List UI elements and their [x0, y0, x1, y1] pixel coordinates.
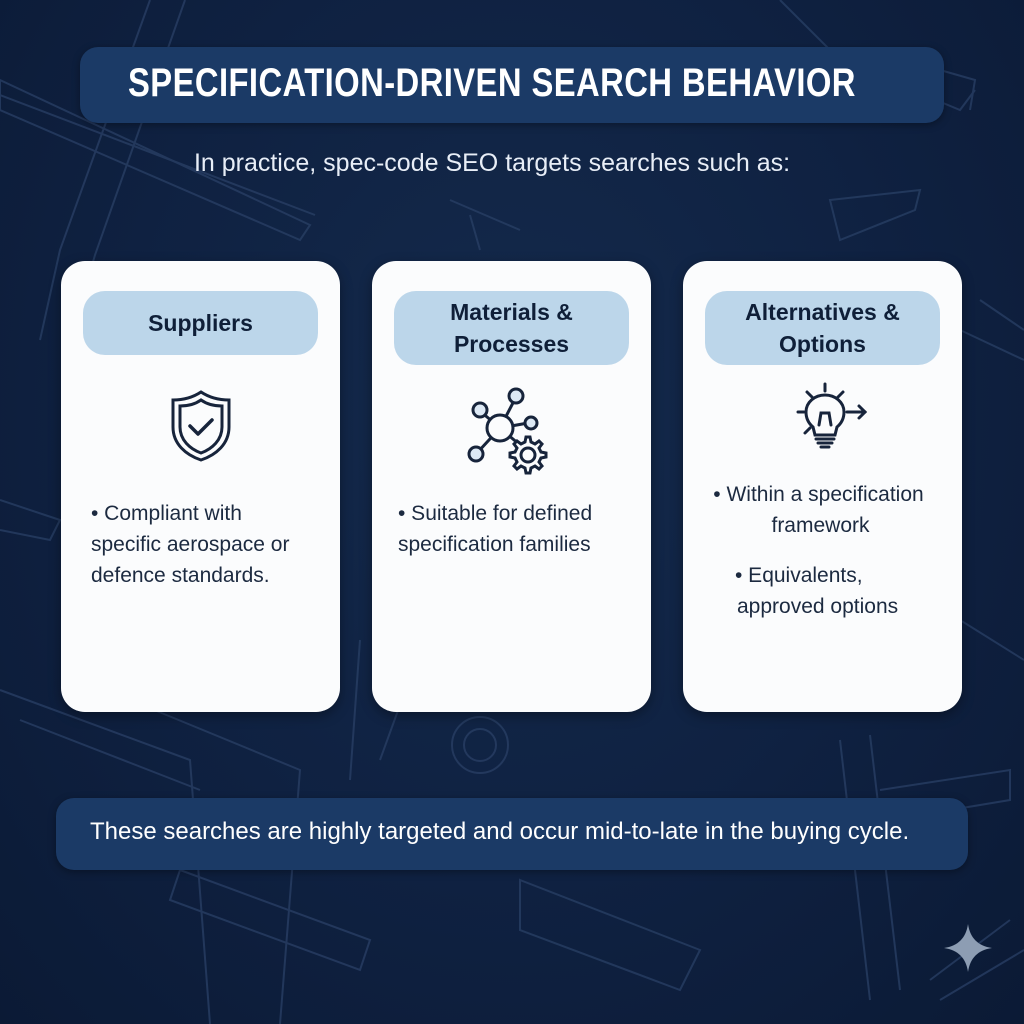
card-materials-processes: Materials & Processes • Suitable for def…: [372, 261, 651, 712]
card-suppliers: Suppliers • Compliant with specific aero…: [61, 261, 340, 712]
card-alternatives-options: Alternatives & Options • Within a specif…: [683, 261, 962, 712]
footer-banner: These searches are highly targeted and o…: [56, 798, 968, 870]
bullet-item: • Suitable for defined specification fam…: [398, 502, 593, 556]
card-title-pill: Suppliers: [83, 291, 318, 355]
bullet-list: • Within a specification framework • Equ…: [683, 479, 962, 622]
card-title-line1: Materials &: [450, 299, 573, 325]
card-title-line2: Processes: [453, 331, 570, 357]
card-title-pill: Materials & Processes: [394, 291, 629, 365]
subtitle: In practice, spec-code SEO targets searc…: [193, 149, 791, 177]
lightbulb-arrow-icon: [796, 382, 867, 449]
bullet-item: • Within a specification framework: [713, 483, 924, 537]
page-title: SPECIFICATION-DRIVEN SEARCH BEHAVIOR: [128, 61, 856, 105]
card-title-pill: Alternatives & Options: [705, 291, 940, 365]
bullet-list: • Compliant with specific aerospace or d…: [91, 498, 340, 591]
sparkle-icon: [944, 924, 992, 972]
shield-check-icon: [171, 390, 230, 462]
bullet-list: • Suitable for defined specification fam…: [398, 498, 651, 560]
title-banner: SPECIFICATION-DRIVEN SEARCH BEHAVIOR: [80, 47, 944, 123]
bullet-item: • Compliant with specific aerospace or d…: [91, 502, 290, 587]
bullet-item: • Equivalents, approved options: [735, 564, 899, 618]
card-title: Suppliers: [148, 310, 253, 336]
card-title-line2: Options: [779, 331, 866, 357]
network-gear-icon: [467, 387, 547, 475]
card-title-line1: Alternatives &: [745, 299, 900, 325]
footer-text: These searches are highly targeted and o…: [90, 818, 910, 845]
